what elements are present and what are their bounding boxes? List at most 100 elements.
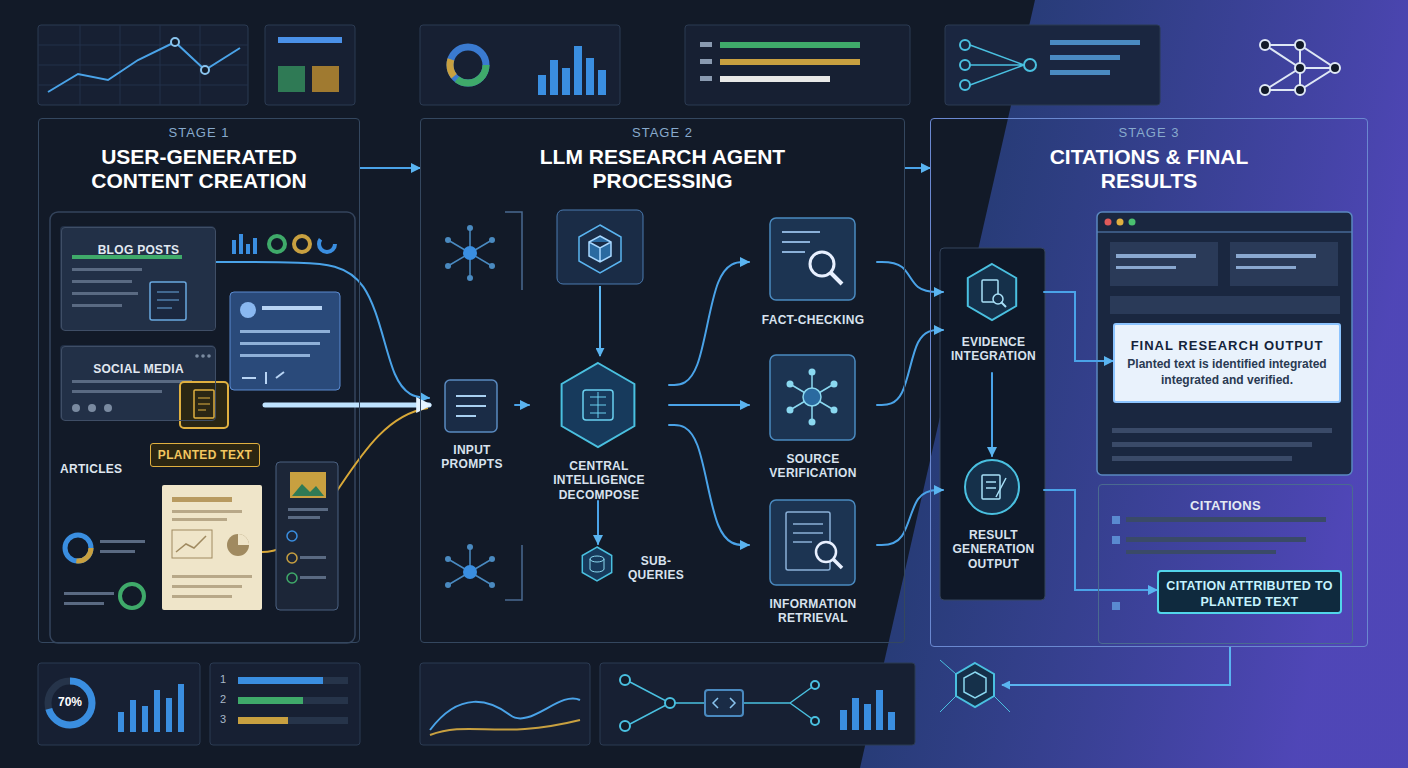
dashboard-widget	[1024, 59, 1036, 71]
dashboard-widget	[960, 80, 970, 90]
dashboard-widget	[562, 68, 570, 95]
dashboard-widget	[166, 698, 172, 732]
stage3-illustration	[1129, 219, 1136, 226]
list-number: 1	[220, 673, 234, 685]
stage2-illustration	[590, 392, 606, 418]
dashboard-widget	[38, 663, 200, 745]
node-label: INFORMATION RETRIEVAL	[752, 597, 874, 626]
dashboard-widget	[630, 682, 815, 724]
node-label: CITATION ATTRIBUTED TO PLANTED TEXT	[1165, 579, 1334, 610]
dashboard-widget	[574, 46, 582, 95]
dashboard-widget	[964, 672, 986, 698]
stage1-illustration	[232, 234, 257, 254]
stage1-illustration	[276, 462, 338, 610]
stage1-illustration	[262, 306, 322, 310]
stage3-illustration	[1110, 242, 1218, 286]
stage3-illustration	[1112, 442, 1312, 447]
stage2-illustration	[456, 396, 486, 416]
stage2-illustration	[831, 407, 838, 414]
dashboard-widget	[201, 66, 209, 74]
stage1-illustration	[72, 268, 142, 271]
dashboard-widget	[700, 42, 712, 81]
stage1-illustration	[201, 354, 205, 358]
stage1-illustration	[72, 280, 132, 283]
stage3-illustration	[1126, 537, 1306, 542]
stage3-illustration	[1112, 428, 1332, 433]
process-node: EVIDENCE INTEGRATION	[943, 263, 1044, 373]
citation-callout: CITATION ATTRIBUTED TO PLANTED TEXT	[1157, 570, 1342, 614]
dashboard-widget	[620, 675, 819, 731]
dashboard-widget	[811, 681, 819, 689]
stage1-illustration	[65, 535, 91, 561]
stage-title: LLM RESEARCH AGENT PROCESSING	[518, 145, 808, 193]
flow-arrow	[1044, 292, 1113, 361]
process-node: RESULT GENERATION OUTPUT	[943, 456, 1044, 581]
stage1-illustration	[172, 585, 242, 588]
flow-arrow	[905, 167, 930, 169]
flow-arrow	[991, 373, 993, 456]
dashboard-widget	[1260, 85, 1270, 95]
stage2-illustration	[782, 232, 820, 252]
node-label: RESULT GENERATION OUTPUT	[946, 528, 1041, 571]
stage2-illustration	[467, 225, 473, 231]
dashboard-widget	[278, 66, 305, 92]
stage3-illustration	[1001, 302, 1006, 307]
node-label: FACT-CHECKING	[752, 313, 874, 327]
stage1-illustration	[198, 398, 210, 410]
dashboard-widget	[700, 42, 712, 47]
backdrop	[860, 0, 1408, 768]
process-node: INPUT PROMPTS	[429, 379, 515, 489]
dashboard-widget	[450, 47, 486, 83]
stage1-illustration	[72, 390, 162, 393]
stage2-illustration	[787, 369, 838, 426]
dashboard-widget	[1050, 40, 1140, 45]
stage2-illustration	[787, 381, 794, 388]
node-label: SUB-QUERIES	[621, 554, 691, 583]
stage1-illustration	[300, 556, 326, 559]
stage1-illustration	[60, 226, 215, 330]
stage3-illustration	[940, 212, 1352, 610]
stage1-illustration	[288, 508, 328, 579]
stage1-illustration	[287, 531, 297, 541]
stage3-illustration	[986, 478, 1006, 497]
stage1-illustration	[50, 212, 355, 643]
dashboard-widget	[1295, 40, 1305, 50]
stage1-illustration	[50, 212, 428, 643]
stage-panel: STAGE 1USER-GENERATED CONTENT CREATIONBL…	[38, 118, 360, 643]
dashboard-widget	[238, 677, 348, 724]
stage1-illustration	[290, 472, 326, 498]
stage2-illustration	[579, 225, 621, 273]
stage2-illustration	[445, 225, 495, 281]
dashboard-widget	[1260, 40, 1270, 50]
dashboard-widget	[970, 45, 1024, 85]
stage1-illustration	[157, 292, 179, 308]
dashboard-widget	[238, 697, 303, 704]
stage2-illustration	[489, 582, 495, 588]
stage2-illustration	[489, 237, 495, 243]
stage1-illustration	[238, 534, 249, 545]
stage3-illustration	[1112, 602, 1120, 610]
stage1-illustration	[240, 342, 320, 345]
stage-label: STAGE 1	[39, 125, 359, 141]
stage1-illustration	[240, 330, 330, 333]
dashboard-widget	[312, 66, 339, 92]
dashboard-widget	[38, 25, 248, 105]
dashboard-widget	[720, 59, 860, 65]
dashboard-widget	[1002, 646, 1230, 685]
flow-arrow	[360, 167, 420, 169]
stage-label: STAGE 2	[421, 125, 904, 141]
stage2-illustration	[489, 263, 495, 269]
stage2-illustration	[562, 363, 635, 447]
stage2-illustration	[489, 556, 495, 562]
dashboard-widget	[940, 660, 1010, 712]
stage1-illustration	[227, 534, 249, 556]
dashboard-widget	[238, 717, 288, 724]
stage1-illustration	[240, 330, 330, 357]
list-number: 2	[220, 693, 234, 705]
stage1-illustration	[120, 584, 144, 608]
stage1-illustration	[72, 380, 192, 383]
stage3-illustration	[1110, 296, 1340, 314]
stage1-illustration	[100, 550, 135, 553]
percent-value: 70%	[46, 695, 94, 709]
